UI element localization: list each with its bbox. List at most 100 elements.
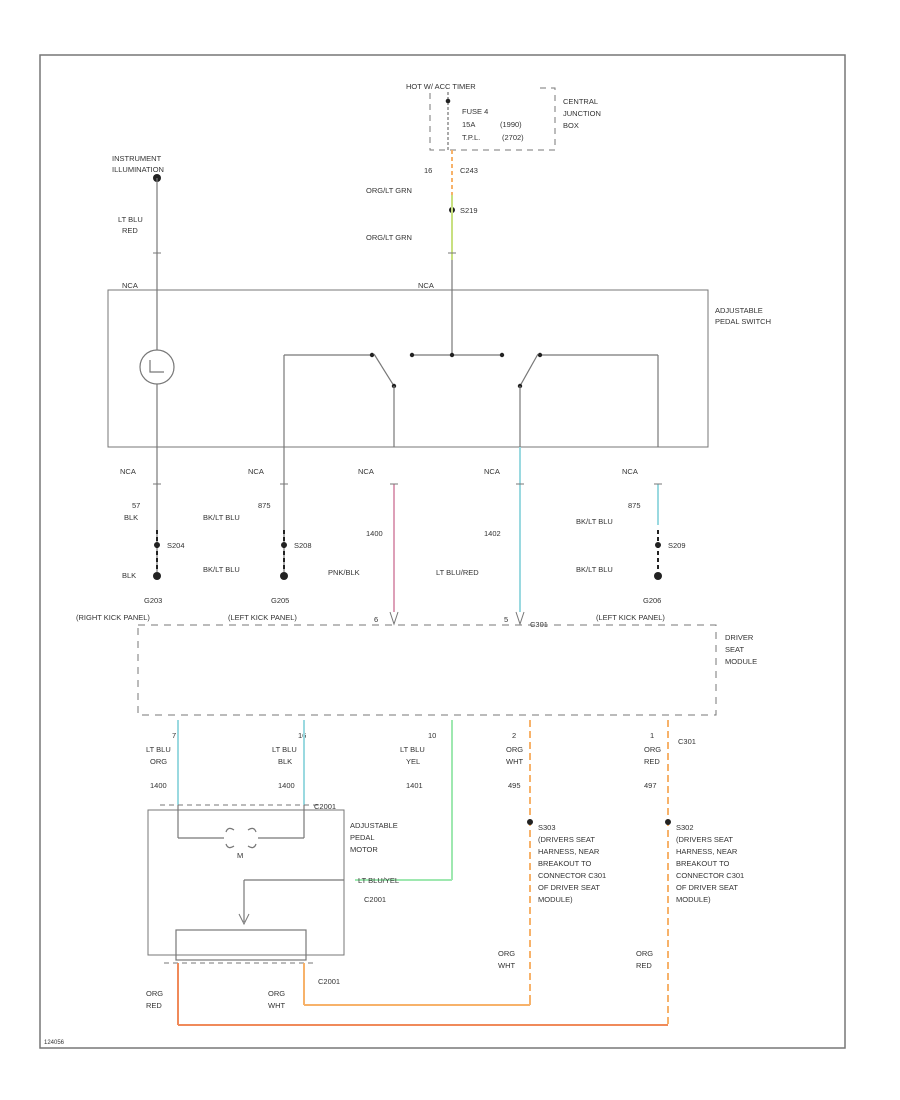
splice-s204-label: S204 [167, 541, 185, 550]
fuse-amps-label: 15A [462, 120, 475, 129]
dsm-label-2: SEAT [725, 645, 744, 654]
splice-s208-dot [281, 542, 287, 548]
w3-label-2: YEL [406, 757, 420, 766]
nca-top-left: NCA [122, 281, 138, 290]
fuse-label: FUSE 4 [462, 107, 488, 116]
pin-6-label: 6 [374, 615, 378, 624]
nca-label-1: NCA [120, 467, 136, 476]
cjb-label-3: BOX [563, 121, 579, 130]
ground-g203-location: (RIGHT KICK PANEL) [76, 613, 150, 622]
c2001-bottom-label: C2001 [318, 977, 340, 986]
org-red-bottom-2: RED [636, 961, 652, 970]
c2001-top-label: C2001 [314, 802, 336, 811]
svg-text:HARNESS, NEAR: HARNESS, NEAR [676, 847, 738, 856]
svg-text:BREAKOUT TO: BREAKOUT TO [538, 859, 592, 868]
pin-16-label: 16 [298, 731, 306, 740]
org-wht-bottom-2: WHT [498, 961, 515, 970]
splice-s204-dot [154, 542, 160, 548]
svg-text:MODULE): MODULE) [676, 895, 711, 904]
circuit-875a-label: 875 [258, 501, 271, 510]
nca-label-5: NCA [622, 467, 638, 476]
ground-g206-dot [654, 572, 662, 580]
svg-text:S302: S302 [676, 823, 694, 832]
pin-5-label: 5 [504, 615, 508, 624]
c301-label-top: C301 [530, 620, 548, 629]
w3-label-3: 1401 [406, 781, 423, 790]
org-wht-left-1: ORG [268, 989, 285, 998]
bk-lt-blu-label-d: BK/LT BLU [576, 565, 613, 574]
inst-illum-label-2: ILLUMINATION [112, 165, 164, 174]
cjb-label-2: JUNCTION [563, 109, 601, 118]
diagram-frame [39, 54, 846, 1049]
central-junction-box: HOT W/ ACC TIMER FUSE 4 15A (1990) T.P.L… [400, 80, 601, 151]
c2001-mid-label: C2001 [364, 895, 386, 904]
svg-text:(DRIVERS SEAT: (DRIVERS SEAT [676, 835, 733, 844]
w1-label-3: 1400 [150, 781, 167, 790]
splice-s208-label: S208 [294, 541, 312, 550]
splice-s209-dot [655, 542, 661, 548]
w2-label-2: BLK [278, 757, 292, 766]
w4-label-1: ORG [506, 745, 523, 754]
adjustable-pedal-motor: C2001 M ADJUSTABLE PEDAL MOTOR [147, 802, 398, 964]
switch-title-1: ADJUSTABLE [715, 306, 763, 315]
bk-lt-blu-label-c: BK/LT BLU [203, 565, 240, 574]
svg-text:OF DRIVER SEAT: OF DRIVER SEAT [676, 883, 738, 892]
lt-blu-red-label-2b: LT BLU/RED [436, 568, 479, 577]
svg-text:S303: S303 [538, 823, 556, 832]
motor-label-2: PEDAL [350, 833, 375, 842]
nca-label-4: NCA [484, 467, 500, 476]
footer-code: 124056 [44, 1040, 65, 1046]
w1-label-1: LT BLU [146, 745, 171, 754]
org-red-bottom-1: ORG [636, 949, 653, 958]
w3-label-1: LT BLU [400, 745, 425, 754]
circuit-1402-label: 1402 [484, 529, 501, 538]
nca-top-mid: NCA [418, 281, 434, 290]
pin-2-label: 2 [512, 731, 516, 740]
svg-text:CONNECTOR C301: CONNECTOR C301 [676, 871, 744, 880]
inst-illum-label-1: INSTRUMENT [112, 154, 162, 163]
org-grn-label-1: ORG/LT GRN [366, 186, 412, 195]
svg-text:HARNESS, NEAR: HARNESS, NEAR [538, 847, 600, 856]
org-wht-bottom-1: ORG [498, 949, 515, 958]
circuit-57-label: 57 [132, 501, 140, 510]
splice-s302-description: S302 (DRIVERS SEAT HARNESS, NEAR BREAKOU… [676, 823, 744, 904]
w2-label-1: LT BLU [272, 745, 297, 754]
org-red-left-1: ORG [146, 989, 163, 998]
fuse-tpl-label: T.P.L. [462, 133, 480, 142]
dsm-label-3: MODULE [725, 657, 757, 666]
driver-seat-module: DRIVER SEAT MODULE [137, 611, 757, 716]
svg-text:(DRIVERS SEAT: (DRIVERS SEAT [538, 835, 595, 844]
nca-label-3: NCA [358, 467, 374, 476]
pin-7-label: 7 [172, 731, 176, 740]
w4-label-3: 495 [508, 781, 521, 790]
fuse-code1-label: (1990) [500, 120, 522, 129]
motor-label-3: MOTOR [350, 845, 378, 854]
org-red-left-2: RED [146, 1001, 162, 1010]
w5-label-1: ORG [644, 745, 661, 754]
bk-lt-blu-label-b: BK/LT BLU [576, 517, 613, 526]
w2-label-3: 1400 [278, 781, 295, 790]
circuit-875b-label: 875 [628, 501, 641, 510]
illumination-lamp-icon [139, 349, 175, 385]
hot-relay-label: HOT W/ ACC TIMER [406, 82, 476, 91]
splice-s209-label: S209 [668, 541, 686, 550]
ground-g203-label: G203 [144, 596, 162, 605]
motor-label-1: ADJUSTABLE [350, 821, 398, 830]
splice-s302-dot [665, 819, 671, 825]
dsm-label-1: DRIVER [725, 633, 754, 642]
cjb-label-1: CENTRAL [563, 97, 598, 106]
motor-m-label: M [237, 851, 243, 860]
org-grn-label-2: ORG/LT GRN [366, 233, 412, 242]
lt-blu-red-label-1: LT BLU [118, 215, 143, 224]
c301-label-bottom: C301 [678, 737, 696, 746]
svg-text:MODULE): MODULE) [538, 895, 573, 904]
motor-winding-icon [225, 827, 257, 849]
splice-s303-description: S303 (DRIVERS SEAT HARNESS, NEAR BREAKOU… [538, 823, 606, 904]
blk-label-1: BLK [124, 513, 138, 522]
cjb-conn-label: C243 [460, 166, 478, 175]
svg-text:BREAKOUT TO: BREAKOUT TO [676, 859, 730, 868]
switch-title-2: PEDAL SWITCH [715, 317, 771, 326]
svg-text:OF DRIVER SEAT: OF DRIVER SEAT [538, 883, 600, 892]
circuit-1400-label: 1400 [366, 529, 383, 538]
w5-label-2: RED [644, 757, 660, 766]
